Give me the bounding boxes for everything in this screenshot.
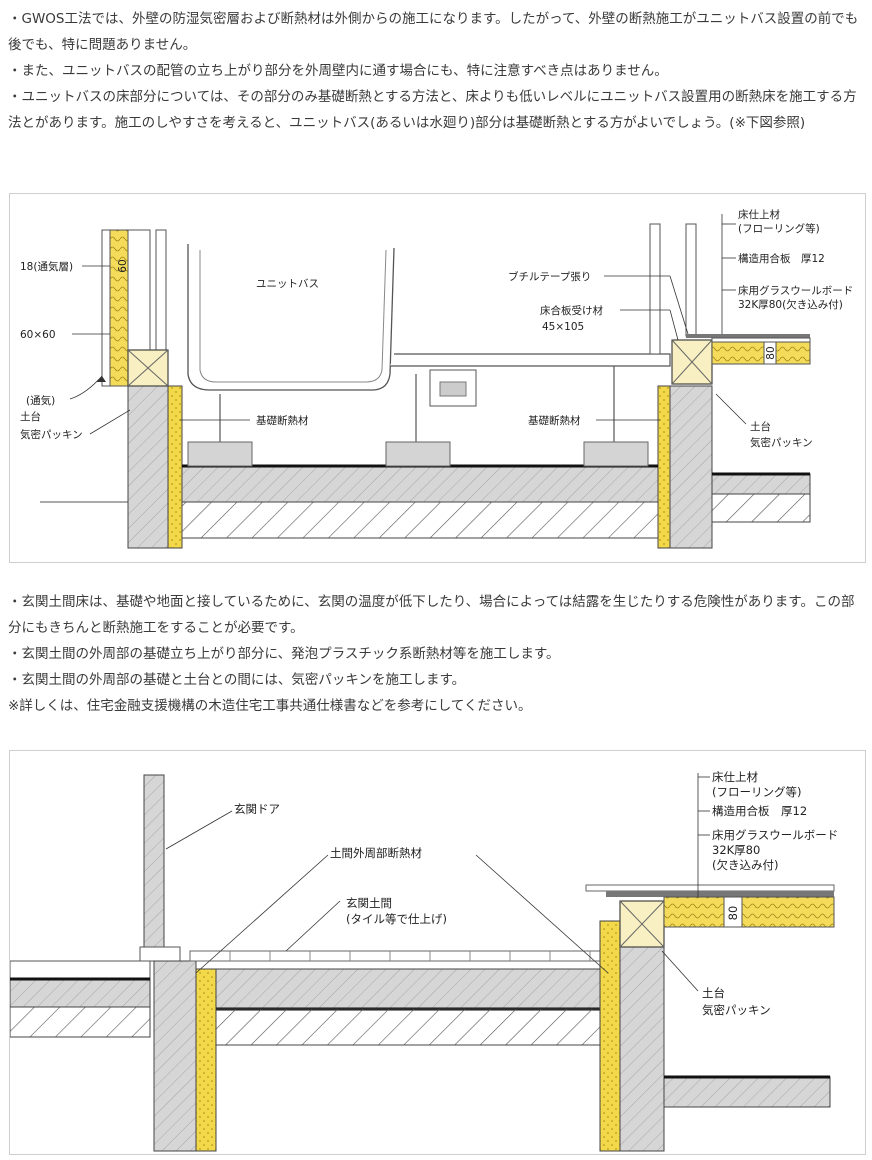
glasswool-label: 床用グラスウールボード xyxy=(738,284,853,297)
perimeter-insulation-left xyxy=(195,968,217,1152)
post-size-label: 60×60 xyxy=(20,329,56,341)
butyl-tape-label: ブチルテープ張り xyxy=(508,270,591,283)
foundation-wall-right xyxy=(669,385,713,549)
floor-finish-label: 床仕上材 xyxy=(712,770,758,784)
foundation-wall-left xyxy=(127,385,171,549)
paragraph: ※詳しくは、住宅金融支援機構の木造住宅工事共通仕様書などを参考にしてください。 xyxy=(8,698,532,714)
entrance-doma-figure: 80 玄関ドア 土間外周部断熱材 玄関土間 (タイル等で仕上げ) 床仕上材 (フ… xyxy=(9,750,866,1155)
paragraph: ・また、ユニットバスの配管の立ち上がり部分を外周壁内に通す場合にも、特に注意すべ… xyxy=(8,63,668,79)
plywood-label: 構造用合板 厚12 xyxy=(712,804,807,818)
sill-label-right: 土台 xyxy=(750,420,771,433)
sill-label: 土台 xyxy=(702,986,725,1000)
paragraph: ・ユニットバスの床部分については、その部分のみ基礎断熱とする方法と、床よりも低い… xyxy=(8,89,857,131)
floor-finish-sub-label: (フローリング等) xyxy=(712,785,801,799)
plywood-label: 構造用合板 厚12 xyxy=(738,252,825,265)
floor-finish-sub-label: (フローリング等) xyxy=(738,222,820,235)
bearer-size-label: 45×105 xyxy=(542,321,584,333)
doma-finish-label: (タイル等で仕上げ) xyxy=(346,912,447,926)
paragraph: ・玄関土間の外周部の基礎と土台との間には、気密パッキンを施工します。 xyxy=(8,672,466,688)
entrance-door xyxy=(143,774,165,956)
foundation-wall-right xyxy=(619,946,665,1152)
packing-label-right: 気密パッキン xyxy=(750,436,813,449)
foundation-insulation-label-right: 基礎断熱材 xyxy=(528,414,581,427)
doma-label: 玄関土間 xyxy=(346,896,392,910)
paragraph: ・玄関土間の外周部の基礎立ち上がり部分に、発泡プラスチック系断熱材等を施工します… xyxy=(8,646,560,662)
ventilation-label: (通気) xyxy=(26,394,55,407)
doma-slab xyxy=(215,968,603,1010)
unit-bath-foundation-figure: 80 60 18(通気層) 60×60 (通気) 土台 気密パッキン ユニットバ… xyxy=(9,193,866,563)
thickness-60-label: 60 xyxy=(117,259,129,272)
intro-text: ・GWOS工法では、外壁の防湿気密層および断熱材は外側からの施工になります。した… xyxy=(8,6,864,136)
glasswool-notch-label: (欠き込み付) xyxy=(712,858,778,872)
gravel-layer xyxy=(215,1008,603,1046)
thickness-80-label: 80 xyxy=(726,906,740,921)
floor-glasswool xyxy=(663,896,725,928)
door-label: 玄関ドア xyxy=(234,802,280,816)
paragraph: ・玄関土間床は、基礎や地面と接しているために、玄関の温度が低下したり、場合によっ… xyxy=(8,594,855,636)
perimeter-insulation-label: 土間外周部断熱材 xyxy=(330,846,422,860)
floor-glasswool xyxy=(711,341,765,365)
foundation-insulation-left xyxy=(167,385,183,549)
packing-label-left: 気密パッキン xyxy=(20,428,83,441)
perimeter-insulation-right xyxy=(599,920,621,1152)
unit-bath-label: ユニットバス xyxy=(256,278,319,290)
wall-insulation-left xyxy=(109,229,129,387)
slab xyxy=(181,465,659,503)
packing-label: 気密パッキン xyxy=(702,1003,771,1017)
floor-finish-label: 床仕上材 xyxy=(738,208,780,221)
glasswool-label: 床用グラスウールボード xyxy=(712,828,838,842)
foundation-insulation-label-left: 基礎断熱材 xyxy=(256,414,309,427)
bearer-label: 床合板受け材 xyxy=(540,304,603,317)
glasswool-spec-label: 32K厚80 xyxy=(712,843,760,857)
sill-label-left: 土台 xyxy=(20,410,41,423)
glasswool-spec-label: 32K厚80(欠き込み付) xyxy=(738,298,843,311)
paragraph: ・GWOS工法では、外壁の防湿気密層および断熱材は外側からの施工になります。した… xyxy=(8,11,859,53)
thickness-80-label: 80 xyxy=(765,346,777,359)
air-layer-label: 18(通気層) xyxy=(20,260,73,273)
unit-bath-tub xyxy=(187,244,395,391)
entrance-text: ・玄関土間床は、基礎や地面と接しているために、玄関の温度が低下したり、場合によっ… xyxy=(8,589,864,719)
gravel-layer xyxy=(181,501,659,539)
foundation-wall-left xyxy=(153,960,197,1152)
